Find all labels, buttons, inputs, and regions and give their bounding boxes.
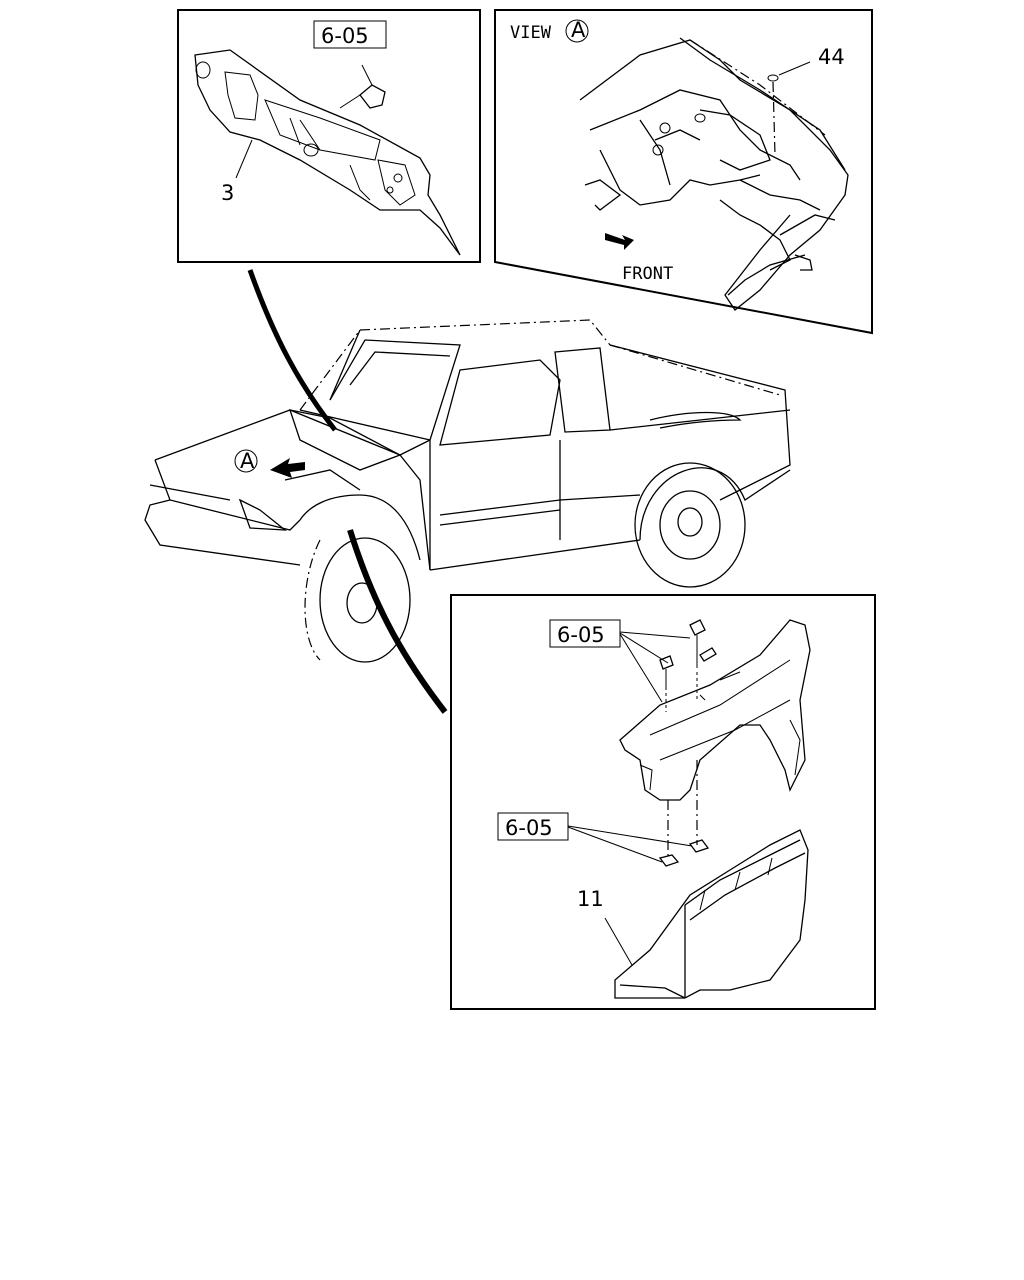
- truck-illustration: [144, 319, 791, 663]
- dash-panel-box: [177, 9, 481, 263]
- leader-arc-top: [247, 269, 337, 432]
- part-number-11: 11: [577, 887, 604, 911]
- view-a-box: [494, 9, 873, 335]
- liner-ref-label: 6-05: [505, 816, 553, 840]
- part-number-44: 44: [818, 45, 845, 69]
- front-direction-label: FRONT: [622, 264, 673, 284]
- view-label: VIEW: [510, 23, 552, 43]
- fender-ref-label: 6-05: [557, 623, 605, 647]
- truck-view-marker: A: [240, 449, 255, 473]
- fender-box: [450, 594, 876, 1010]
- leader-arc-bottom: [347, 529, 448, 714]
- dash-panel-ref-label: 6-05: [321, 24, 369, 48]
- view-circle-label: A: [571, 18, 586, 42]
- part-number-3: 3: [221, 181, 234, 205]
